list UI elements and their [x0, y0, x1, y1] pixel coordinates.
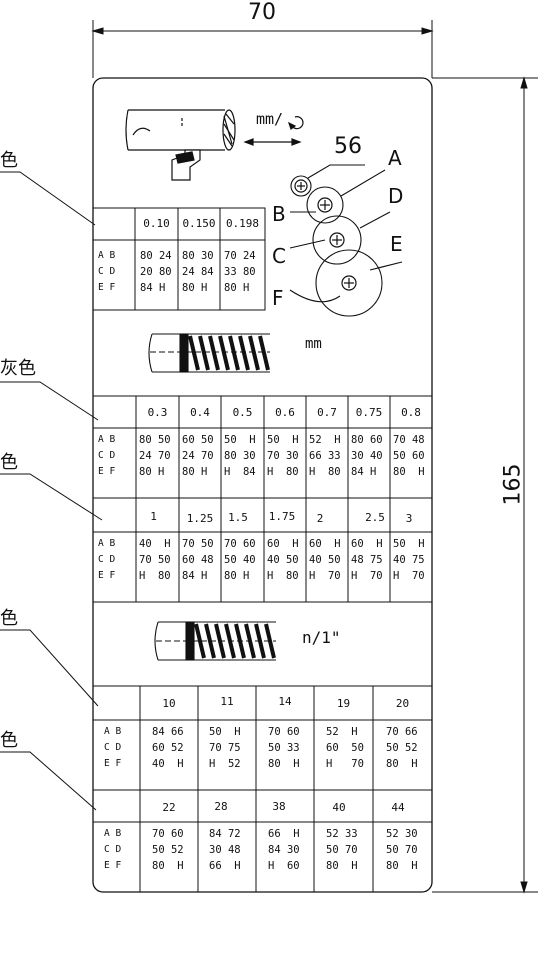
- table-2-cell: 52 H 66 33 H 80: [309, 434, 341, 478]
- table-3-header: 1.25: [186, 512, 214, 525]
- table-2-header: 0.6: [275, 406, 295, 419]
- side-label-5: 色: [0, 730, 18, 751]
- table-3-cell: 50 H 40 75 H 70: [393, 538, 425, 582]
- table-3-cell: 70 50 60 48 84 H: [182, 538, 214, 582]
- table-3-header: 3: [405, 512, 413, 525]
- gear-label-f: F: [272, 286, 284, 310]
- table-3-header: 2: [316, 512, 324, 525]
- metric-unit-label: mm: [305, 336, 322, 352]
- table-4-header: 14: [278, 695, 292, 708]
- table-2-cell: 70 48 50 60 80 H: [393, 434, 425, 478]
- table-2-header: 0.8: [401, 406, 421, 419]
- table-2-cell: 50 H 70 30 H 80: [267, 434, 299, 478]
- height-dimension-line: [432, 76, 538, 894]
- table-5-cell: 66 H 84 30 H 60: [268, 828, 300, 872]
- table-5-cell: 52 30 50 70 80 H: [386, 828, 418, 872]
- table-4-cell: 70 60 50 33 80 H: [268, 726, 300, 770]
- gear-label-b: B: [272, 202, 286, 226]
- side-label-1: 色: [0, 150, 18, 171]
- table-inch-grid: [93, 685, 432, 892]
- table-1-cell: 70 24 33 80 80 H: [224, 250, 256, 294]
- table-5-header: 40: [332, 801, 346, 814]
- gear-train-icon: [289, 164, 403, 317]
- side-label-2: 灰色: [0, 358, 36, 379]
- table-5-cell: 52 33 50 70 80 H: [326, 828, 358, 872]
- table-4-header: 11: [220, 695, 234, 708]
- table-1-header: 0.198: [225, 217, 260, 230]
- inch-screw-icon: [154, 621, 276, 661]
- table-2-cell: 60 50 24 70 80 H: [182, 434, 214, 478]
- table-3-header: 1.5: [228, 511, 248, 524]
- table-3-cell: 40 H 70 50 H 80: [139, 538, 171, 582]
- table-1-cell: 80 30 24 84 80 H: [182, 250, 214, 294]
- table-1-header: 0.150: [182, 217, 216, 230]
- table-4-cell: 52 H 60 50 H 70: [326, 726, 364, 770]
- table-3-cell: 60 H 40 50 H 80: [267, 538, 299, 582]
- table-2-cell: 80 50 24 70 80 H: [139, 434, 171, 478]
- table-2-cell: 80 60 30 40 84 H: [351, 434, 383, 478]
- table-4-header: 20: [395, 697, 410, 710]
- table-5-header: 28: [214, 800, 228, 813]
- table-3-keys: A B C D E F: [98, 538, 116, 581]
- table-4-header: 19: [336, 697, 351, 710]
- gear-label-e: E: [390, 232, 403, 256]
- table-2-header: 0.5: [232, 406, 253, 419]
- table-2-header: 0.4: [190, 406, 210, 419]
- table-3-header: 1.75: [268, 510, 296, 523]
- table-3-cell: 60 H 40 50 H 70: [309, 538, 341, 582]
- feed-unit-label: mm/: [256, 110, 284, 128]
- table-5-header: 22: [162, 801, 176, 814]
- table-5-cell: 70 60 50 52 80 H: [152, 828, 184, 872]
- table-2-cell: 50 H 80 30 H 84: [224, 434, 256, 478]
- table-5-keys: A B C D E F: [104, 828, 122, 871]
- side-label-4: 色: [0, 608, 18, 629]
- gear-value-label: 56: [334, 134, 362, 159]
- table-4-keys: A B C D E F: [104, 726, 122, 769]
- table-1-keys: A B C D E F: [98, 250, 116, 293]
- table-2-header: 0.3: [147, 406, 168, 419]
- table-5-header: 44: [391, 801, 405, 814]
- gear-label-c: C: [272, 244, 286, 268]
- table-3-cell: 70 60 50 40 80 H: [224, 538, 256, 582]
- table-4-cell: 70 66 50 52 80 H: [386, 726, 418, 770]
- table-3-cell: 60 H 48 75 H 70: [351, 538, 383, 582]
- table-1-grid: [92, 207, 266, 311]
- table-3-header: 1: [150, 510, 157, 523]
- table-2-header: 0.75: [355, 406, 383, 419]
- side-label-3: 色: [0, 452, 18, 473]
- leader-lines: [0, 171, 103, 811]
- inch-unit-label: n/1": [302, 628, 341, 647]
- table-4-cell: 50 H 70 75 H 52: [209, 726, 241, 770]
- width-dimension-line: [91, 20, 434, 78]
- feed-tool-icon: [125, 109, 304, 181]
- table-3-header: 2.5: [365, 511, 385, 524]
- height-dimension-label: 165: [500, 463, 526, 506]
- table-5-cell: 84 72 30 48 66 H: [209, 828, 241, 872]
- table-1-header: 0.10: [143, 217, 170, 230]
- table-4-cell: 84 66 60 52 40 H: [152, 726, 184, 770]
- table-metric-grid: [93, 395, 432, 603]
- gear-label-d: D: [388, 184, 404, 208]
- gear-label-a: A: [388, 146, 402, 170]
- table-2-header: 0.7: [317, 406, 337, 419]
- plate-outline: [92, 77, 433, 893]
- table-5-header: 38: [272, 800, 286, 813]
- width-dimension-label: 70: [248, 0, 276, 25]
- metric-screw-icon: [148, 333, 270, 373]
- table-4-header: 10: [162, 697, 176, 710]
- table-1-cell: 80 24 20 80 84 H: [140, 250, 172, 294]
- table-2-keys: A B C D E F: [98, 434, 116, 477]
